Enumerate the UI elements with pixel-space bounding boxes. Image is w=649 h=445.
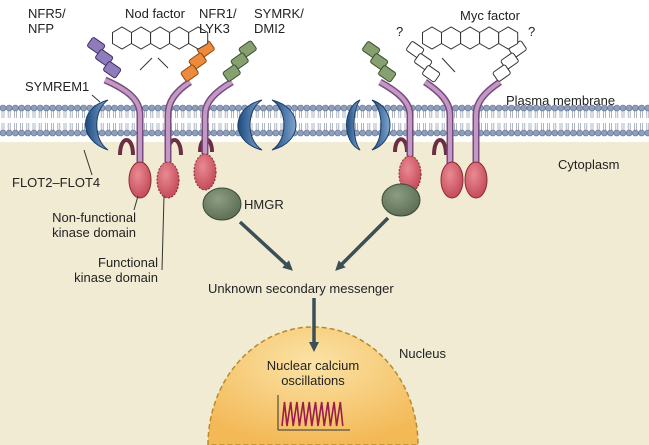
- flot-loop-5: [432, 138, 448, 156]
- sugar-hexagon-icon: [131, 26, 152, 50]
- symrk-receptor: [193, 40, 257, 191]
- question-mark-2: ?: [528, 24, 536, 39]
- sugar-hexagon-icon: [188, 26, 209, 50]
- sugar-hexagon-icon: [150, 26, 171, 50]
- nod-factor-hexagon-chain: [112, 26, 209, 50]
- pointer-functional: [161, 195, 165, 271]
- flot-label: FLOT2–FLOT4: [12, 175, 101, 190]
- secondary-messenger-label: Unknown secondary messenger: [208, 281, 394, 296]
- flot-loop-1: [118, 138, 135, 156]
- sugar-hexagon-icon: [112, 26, 132, 50]
- sugar-hexagon-icon: [498, 26, 519, 50]
- nfr5-label: NFR5/ NFP: [28, 6, 66, 36]
- hmgr-label: HMGR: [244, 197, 284, 212]
- nod-factor-tail: [139, 57, 153, 71]
- calcium-oscillations-label: Nuclear calcium oscillations: [266, 358, 360, 388]
- symrem1-remorin-left: [85, 99, 109, 151]
- calcium-oscillation-icon: [277, 395, 350, 431]
- nfr1-receptor: [156, 40, 215, 199]
- hmgr-protein-right: [381, 183, 421, 217]
- sugar-hexagon-icon: [422, 26, 442, 50]
- nonfunctional-kinase-label: Non-functional kinase domain: [52, 210, 136, 240]
- pointer-flot: [83, 149, 93, 176]
- nucleus: [207, 326, 419, 445]
- functional-kinase-label: Functional kinase domain: [74, 255, 158, 285]
- myc-factor-hexagon-chain: [422, 26, 519, 50]
- pointer-symrem1: [91, 94, 101, 103]
- sugar-hexagon-icon: [460, 26, 481, 50]
- pointer-nonfunctional: [133, 195, 139, 211]
- myc-receptor-white-2: [464, 40, 527, 199]
- hmgr-protein: [202, 187, 242, 221]
- symrem1-label: SYMREM1: [25, 79, 90, 94]
- sugar-hexagon-icon: [479, 26, 500, 50]
- myc-receptor-white-1: [406, 41, 464, 199]
- sugar-hexagon-icon: [441, 26, 462, 50]
- plasma-membrane-label: Plasma membrane: [506, 93, 616, 108]
- myc-factor-label: Myc factor: [460, 8, 520, 23]
- arrow-hmgr-to-messenger: [238, 220, 293, 271]
- nfr5-receptor: [87, 37, 152, 199]
- nod-factor-label: Nod factor: [125, 6, 185, 21]
- nfr1-label: NFR1/ LYK3: [199, 6, 237, 36]
- remorin-right-pair: [346, 99, 391, 151]
- cytoplasm-label: Cytoplasm: [558, 157, 620, 172]
- arrow-myc-to-messenger: [335, 216, 390, 271]
- sugar-hexagon-icon: [169, 26, 190, 50]
- symrk-label: SYMRK/ DMI2: [254, 6, 304, 36]
- nucleus-label: Nucleus: [399, 346, 446, 361]
- myc-factor-tail: [441, 57, 456, 73]
- remorin-center-pair: [237, 99, 297, 151]
- question-mark-1: ?: [396, 24, 404, 39]
